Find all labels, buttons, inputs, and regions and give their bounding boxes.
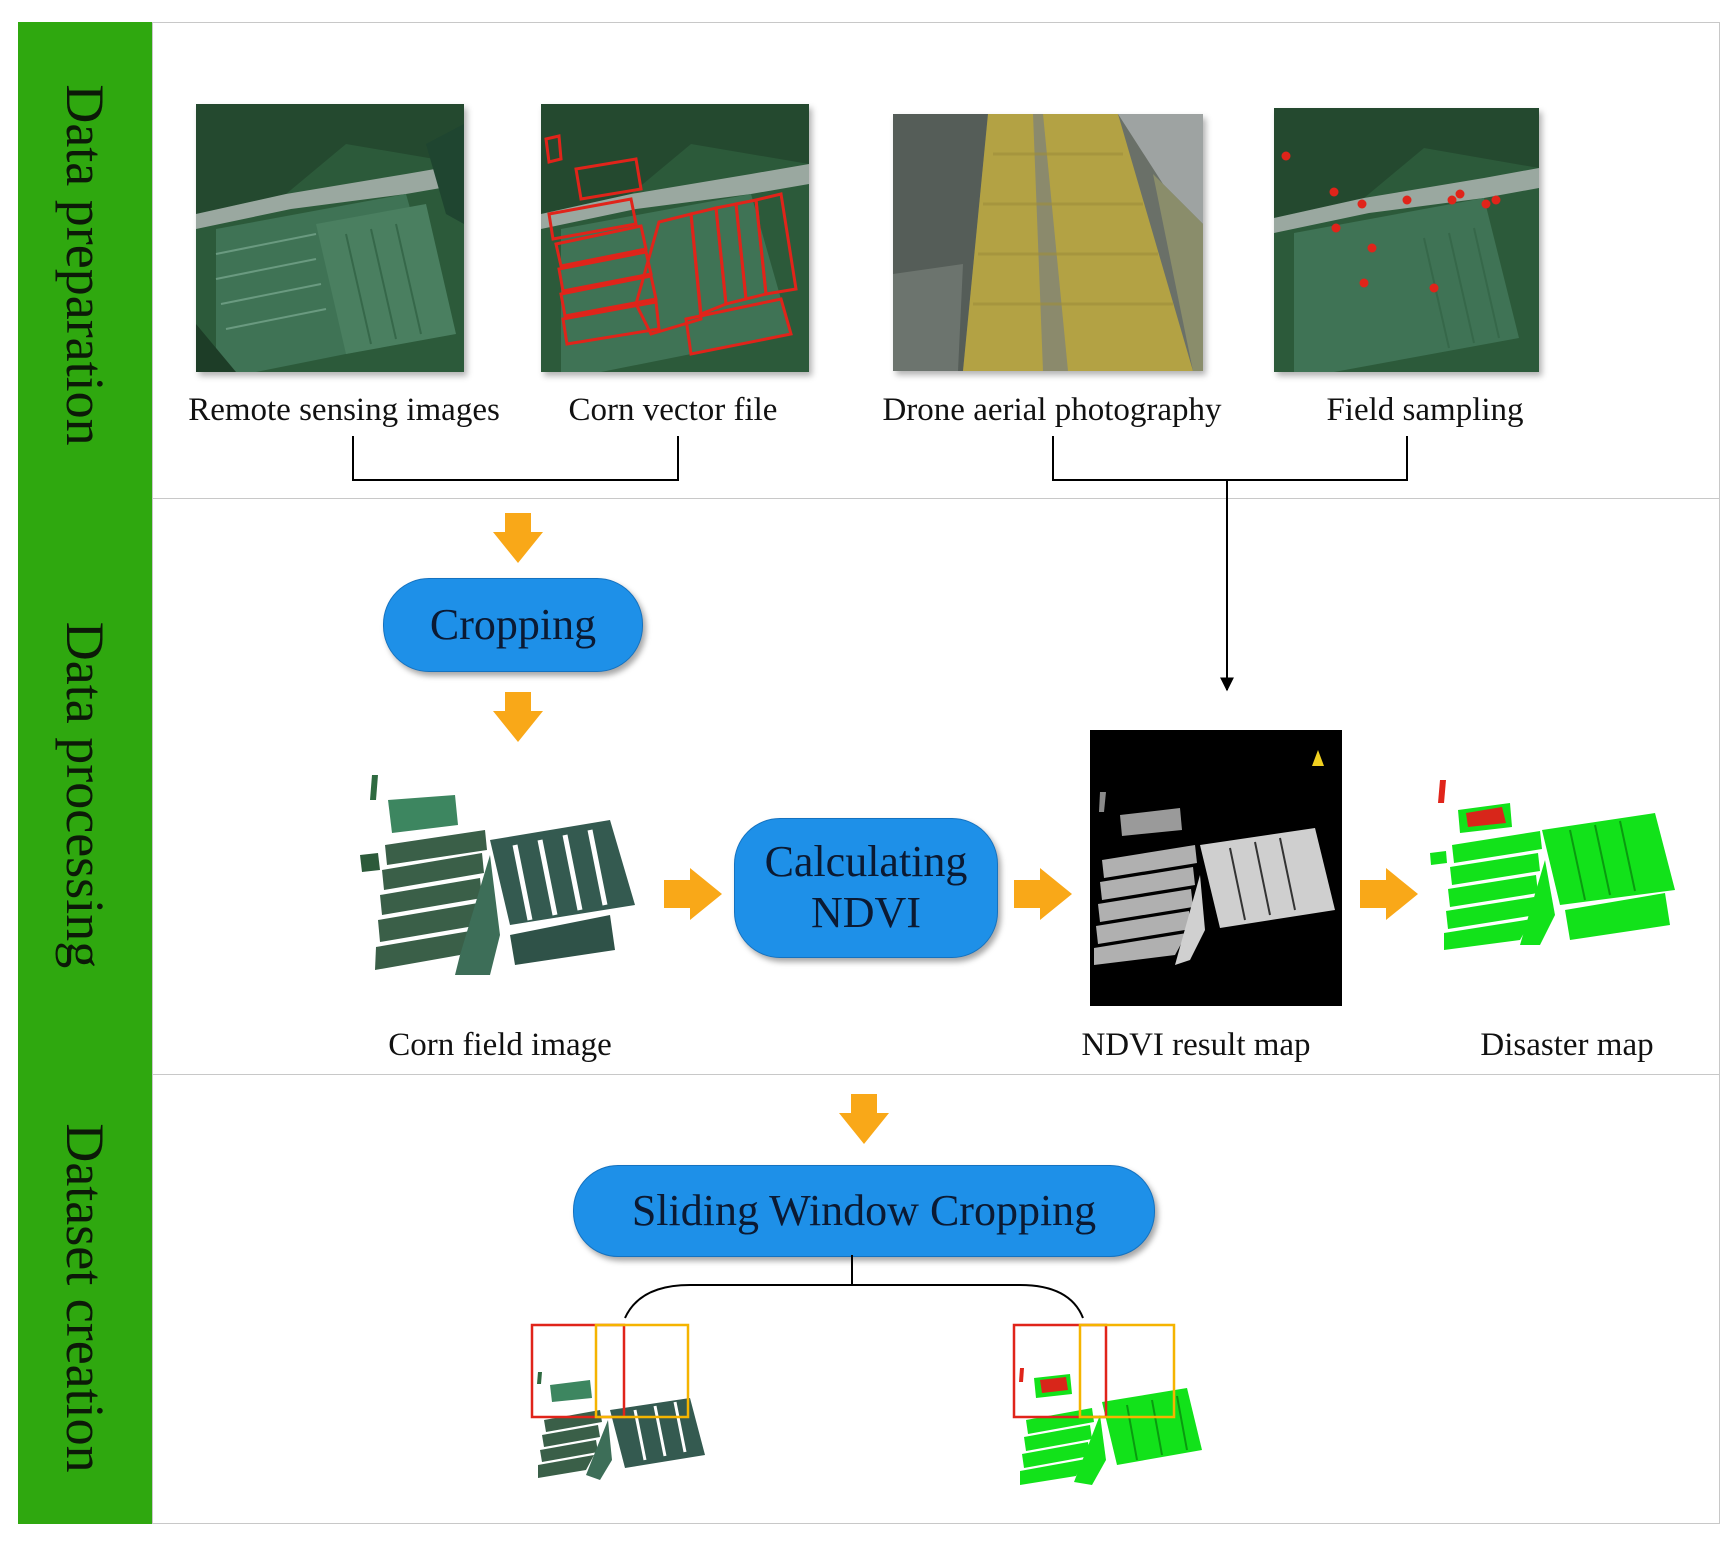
remote-sensing-image bbox=[196, 104, 464, 372]
caption-ndvi-result: NDVI result map bbox=[1081, 1027, 1311, 1063]
calculating-ndvi-node: Calculating NDVI bbox=[734, 818, 998, 958]
caption-disaster-map: Disaster map bbox=[1480, 1027, 1654, 1063]
caption-corn-field: Corn field image bbox=[388, 1027, 612, 1063]
disaster-map-image bbox=[1430, 775, 1680, 950]
cropping-label: Cropping bbox=[429, 599, 597, 649]
caption-drone-aerial: Drone aerial photography bbox=[882, 392, 1222, 428]
sliding-window-disaster-sample bbox=[1012, 1320, 1212, 1490]
band-dataset-creation bbox=[18, 1074, 152, 1524]
ndvi-result-image bbox=[1090, 730, 1342, 1006]
calculating-label-line1: Calculating bbox=[764, 837, 968, 887]
sliding-window-label: Sliding Window Cropping bbox=[631, 1185, 1097, 1235]
band-data-processing bbox=[18, 498, 152, 1075]
band-data-preparation bbox=[18, 22, 152, 499]
calculating-label-line2: NDVI bbox=[811, 888, 921, 937]
corn-field-image bbox=[360, 775, 650, 975]
drone-aerial-image bbox=[893, 114, 1203, 371]
stage-label-dataset-creation: Dataset creation bbox=[55, 1123, 115, 1473]
panel-dataset-creation bbox=[152, 1074, 1720, 1524]
caption-field-sampling: Field sampling bbox=[1326, 392, 1524, 428]
corn-vector-image bbox=[541, 104, 809, 372]
field-sampling-image bbox=[1274, 108, 1539, 372]
sliding-window-rgb-sample bbox=[530, 1320, 710, 1490]
caption-remote-sensing: Remote sensing images bbox=[188, 392, 500, 428]
stage-label-data-processing: Data processing bbox=[55, 621, 115, 969]
stage-label-data-preparation: Data preparation bbox=[55, 84, 115, 446]
caption-corn-vector: Corn vector file bbox=[568, 392, 778, 428]
cropping-node: Cropping bbox=[383, 578, 643, 672]
sliding-window-node: Sliding Window Cropping bbox=[573, 1165, 1155, 1257]
